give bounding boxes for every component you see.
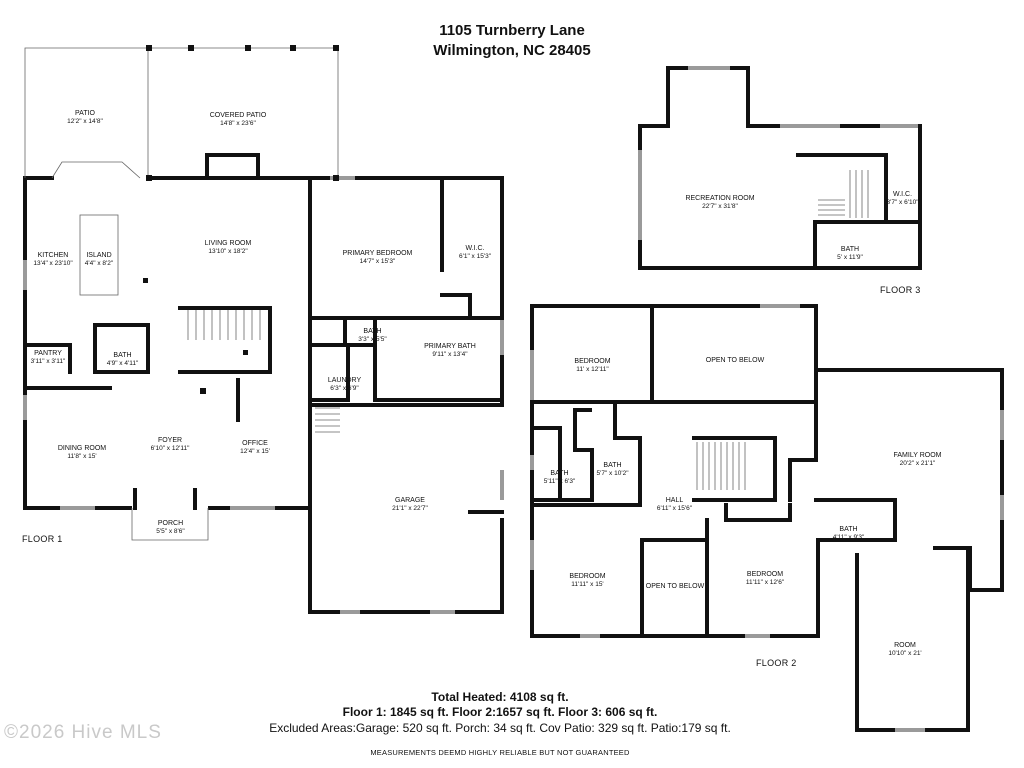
room-pantry: Pantry3'11" x 3'11" (30, 350, 66, 365)
total-heated: Total Heated: 4108 sq ft. (431, 690, 569, 704)
room-bath-c: Bath4'11" x 9'3" (832, 526, 865, 541)
room-primary-bedroom: Primary Bedroom14'7" x 15'3" (342, 250, 413, 265)
room-primary-bath: Primary Bath9'11" x 13'4" (424, 343, 476, 358)
room-bath-floor3: Bath5' x 11'9" (837, 246, 863, 261)
floor-3-label: FLOOR 3 (880, 285, 921, 295)
room-bath-b: Bath5'7" x 10'2" (596, 462, 629, 477)
floor-1-label: FLOOR 1 (22, 534, 63, 544)
room-laundry: Laundry6'3" x 6'9" (327, 377, 362, 392)
room-bath-half: Bath4'9" x 4'11" (106, 352, 139, 367)
room-foyer: Foyer6'10" x 12'11" (150, 437, 190, 452)
room-office: Office12'4" x 15' (240, 440, 270, 455)
floor-2-label: FLOOR 2 (756, 658, 797, 668)
room-bath-a: Bath5'11" x 6'3" (543, 470, 576, 485)
address-line-1: 1105 Turnberry Lane (439, 22, 585, 39)
room-living-room: Living Room13'10" x 18'2" (204, 240, 252, 255)
room-hall: Hall6'11" x 15'6" (656, 497, 693, 512)
room-patio: Patio12'2" x 14'8" (67, 110, 103, 125)
room-bath-small: Bath3'3" x 5'5" (358, 328, 387, 343)
room-garage: Garage21'1" x 22'7" (392, 497, 428, 512)
floor-2-walls (530, 304, 1004, 732)
room-bedroom-b: Bedroom11'11" x 15' (569, 573, 606, 588)
disclaimer: MEASUREMENTS DEEMD HIGHLY RELIABLE BUT N… (370, 748, 630, 757)
room-bedroom-a: Bedroom11' x 12'11" (574, 358, 611, 373)
room-island: Island4'4" x 8'2" (84, 252, 114, 267)
room-open-below-b: Open to Below (645, 583, 705, 590)
floor-1-walls (23, 153, 504, 614)
room-wic-floor1: W.I.C.6'1" x 15'3" (458, 245, 492, 260)
room-covered-patio: Covered Patio14'8" x 23'6" (209, 112, 267, 127)
room-open-below-a: Open to Below (705, 357, 765, 364)
room-porch: Porch5'5" x 8'6" (156, 520, 185, 535)
room-bedroom-c: Bedroom11'11" x 12'6" (745, 571, 785, 586)
room-room: Room10'10" x 21' (888, 642, 922, 657)
room-kitchen: Kitchen13'4" x 23'10" (33, 252, 73, 267)
room-recreation-room: Recreation Room22'7" x 31'8" (685, 195, 755, 210)
room-wic-floor3: W.I.C.3'7" x 6'10" (886, 191, 919, 206)
room-dining-room: Dining Room11'8" x 15' (57, 445, 107, 460)
mls-watermark: ©2026 Hive MLS (4, 722, 162, 743)
excluded-areas: Excluded Areas:Garage: 520 sq ft. Porch:… (269, 721, 731, 735)
floor-3-walls (638, 66, 922, 270)
room-family-room: Family Room20'2" x 21'1" (893, 452, 942, 467)
address-line-2: Wilmington, NC 28405 (433, 42, 591, 59)
floor-areas: Floor 1: 1845 sq ft. Floor 2:1657 sq ft.… (342, 705, 658, 719)
